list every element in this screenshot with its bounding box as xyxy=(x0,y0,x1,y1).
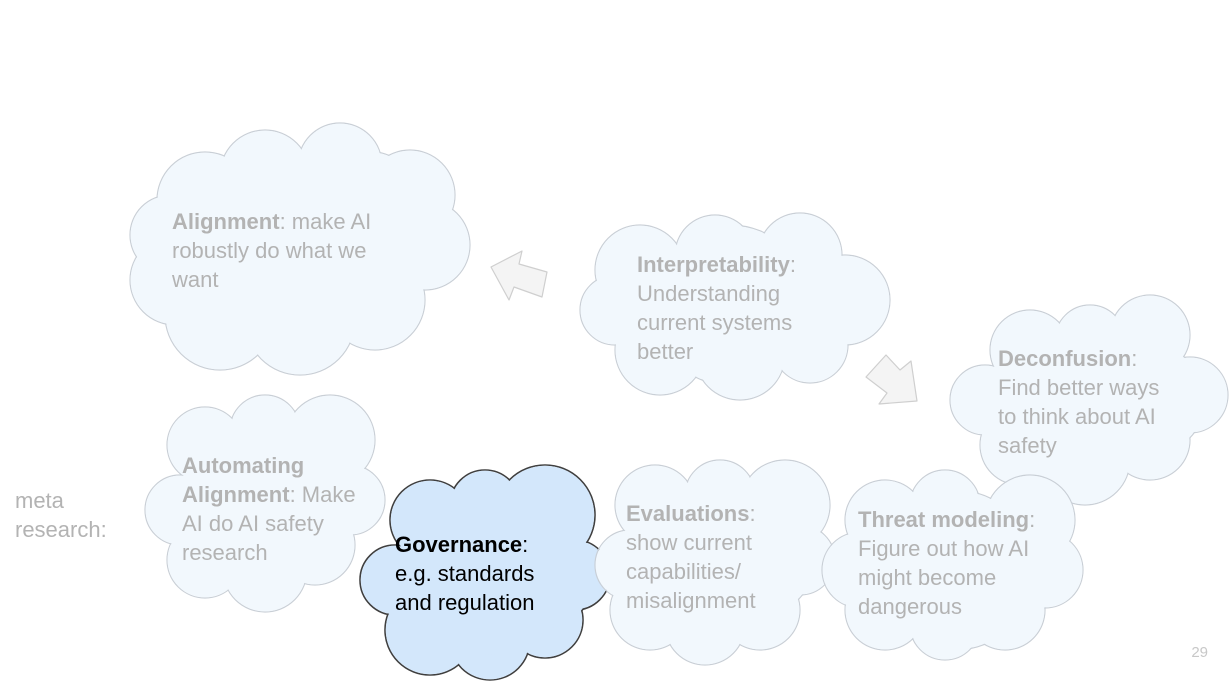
cloud-fill xyxy=(360,465,610,680)
threat-line-1: : xyxy=(1029,507,1036,532)
deconfusion-line-3: to think about AI xyxy=(998,404,1156,429)
cloud-fill-lobe xyxy=(950,365,1020,435)
deconfusion-line-1: : xyxy=(1131,346,1138,371)
cloud-interpretability xyxy=(579,212,891,401)
automating-line-2: : Make xyxy=(289,482,356,507)
cloud-deconfusion xyxy=(949,294,1229,506)
cloud-fill xyxy=(822,470,1083,660)
threat-title: Threat modeling xyxy=(858,507,1030,532)
cloud-text-automating-alignment: Automating Alignment: Make AI do AI safe… xyxy=(182,451,382,567)
governance-title: Governance xyxy=(395,532,523,557)
interpretability-line-3: current systems xyxy=(637,310,793,335)
evaluations-line-4: misalignment xyxy=(626,588,756,613)
cloud-fill-lobe xyxy=(255,440,365,550)
governance-line-3: and regulation xyxy=(395,590,535,615)
evaluations-line-3: capabilities/ xyxy=(626,559,741,584)
cloud-fill-lobe xyxy=(130,195,210,275)
cloud-alignment xyxy=(129,122,471,376)
cloud-text-interpretability: Interpretability: Understanding current … xyxy=(637,250,857,366)
meta-label-line-1: meta xyxy=(15,488,64,513)
deconfusion-line-4: safety xyxy=(998,433,1057,458)
evaluations-title: Evaluations xyxy=(626,501,750,526)
cloud-fill xyxy=(580,213,890,400)
automating-line-4: research xyxy=(182,540,268,565)
cloud-fill xyxy=(145,395,385,612)
cloud-text-deconfusion: Deconfusion: Find better ways to think a… xyxy=(998,344,1213,460)
threat-line-2: Figure out how AI xyxy=(858,536,1030,561)
evaluations-line-1: : xyxy=(749,501,756,526)
cloud-fill-lobe xyxy=(485,520,595,630)
automating-line-3: AI do AI safety xyxy=(182,511,324,536)
interpretability-line-2: Understanding xyxy=(637,281,781,306)
meta-label-line-2: research: xyxy=(15,517,107,542)
threat-line-3: might become xyxy=(858,565,997,590)
cloud-fill xyxy=(950,295,1228,505)
deconfusion-title: Deconfusion xyxy=(998,346,1132,371)
cloud-fill-lobe xyxy=(595,530,665,600)
cloud-fill-lobe xyxy=(705,505,815,615)
interpretability-line-4: better xyxy=(637,339,694,364)
alignment-line-1: : make AI xyxy=(279,209,372,234)
automating-line-1: Automating xyxy=(182,453,305,478)
alignment-title: Alignment xyxy=(172,209,280,234)
alignment-line-2: robustly do what we xyxy=(172,238,367,263)
deconfusion-line-2: Find better ways xyxy=(998,375,1160,400)
threat-line-4: dangerous xyxy=(858,594,962,619)
cloud-text-threat-modeling: Threat modeling: Figure out how AI might… xyxy=(858,505,1073,621)
governance-line-1: : xyxy=(522,532,529,557)
evaluations-line-2: show current xyxy=(626,530,752,555)
cloud-text-evaluations: Evaluations: show current capabilities/ … xyxy=(626,499,826,615)
arrow-interpretability-to-alignment xyxy=(490,250,548,301)
cloud-fill-lobe xyxy=(580,275,650,345)
interpretability-line-1: : xyxy=(789,252,796,277)
cloud-text-governance: Governance: e.g. standards and regulatio… xyxy=(395,530,595,617)
cloud-fill-lobe xyxy=(955,510,1065,620)
cloud-fill-lobe xyxy=(1095,345,1205,455)
alignment-line-3: want xyxy=(172,267,219,292)
cloud-governance xyxy=(359,464,611,681)
cloud-threat-modeling xyxy=(821,469,1084,661)
cloud-fill-lobe xyxy=(280,150,440,310)
cloud-automating-alignment xyxy=(144,394,386,613)
arrow-interpretability-to-deconfusion xyxy=(865,354,918,405)
interpretability-title: Interpretability xyxy=(637,252,790,277)
cloud-fill-lobe xyxy=(730,240,850,360)
automating-title-2: Alignment xyxy=(182,482,290,507)
page-number: 29 xyxy=(1191,644,1208,661)
meta-research-label: meta research: xyxy=(15,486,107,544)
cloud-evaluations xyxy=(594,459,836,666)
cloud-fill xyxy=(130,123,470,375)
cloud-text-alignment: Alignment: make AI robustly do what we w… xyxy=(172,207,442,294)
cloud-fill-lobe xyxy=(360,545,430,615)
governance-line-2: e.g. standards xyxy=(395,561,535,586)
cloud-fill xyxy=(595,460,835,665)
